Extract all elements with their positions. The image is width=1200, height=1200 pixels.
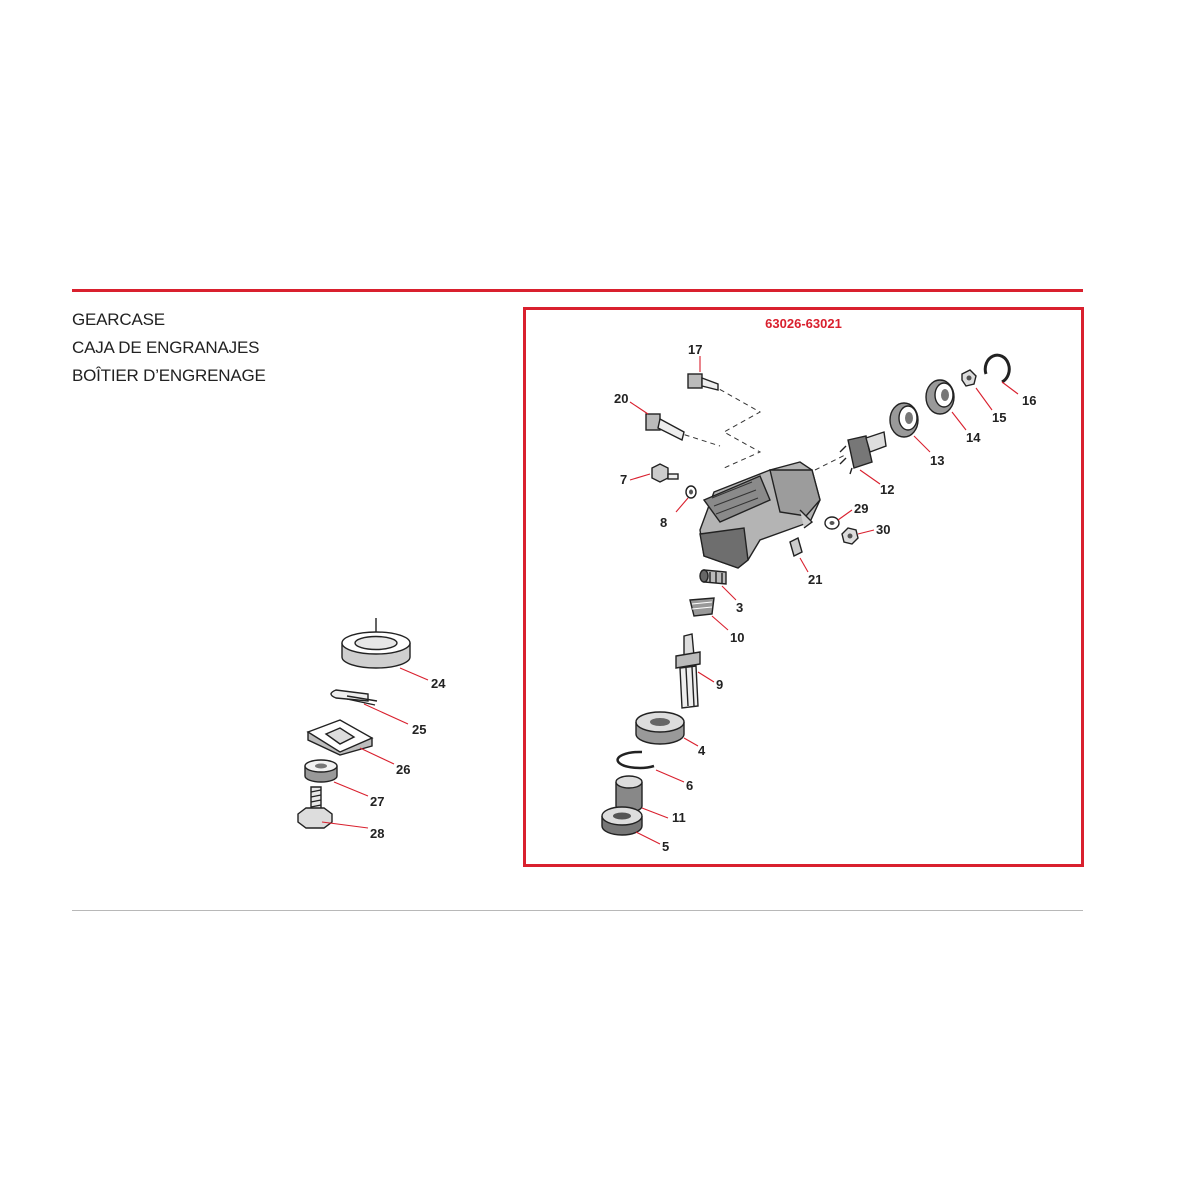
callout-30: 30 xyxy=(876,522,890,537)
part-15-nut xyxy=(961,369,977,387)
gearcase-assembly-group xyxy=(601,353,1011,836)
callout-3: 3 xyxy=(736,600,743,615)
callout-10: 10 xyxy=(730,630,744,645)
part-12-pinion-gear xyxy=(839,431,887,475)
blade-hardware-group xyxy=(297,618,411,829)
callout-7: 7 xyxy=(620,472,627,487)
callout-20: 20 xyxy=(614,391,628,406)
part-10-bevel-gear xyxy=(689,597,715,617)
callout-21: 21 xyxy=(808,572,822,587)
callout-6: 6 xyxy=(686,778,693,793)
part-13-bearing xyxy=(889,402,919,438)
part-27-spacer xyxy=(304,759,338,783)
part-5-seal xyxy=(601,806,643,836)
part-8-washer xyxy=(685,485,697,499)
part-25-cotter-pin xyxy=(330,689,378,706)
section-title: GEARCASE CAJA DE ENGRANAJES BOÎTIER D’EN… xyxy=(72,306,266,390)
part-21-clip xyxy=(789,536,803,558)
title-spanish: CAJA DE ENGRANAJES xyxy=(72,338,260,357)
title-french: BOÎTIER D’ENGRENAGE xyxy=(72,366,266,385)
part-4-bearing xyxy=(635,711,685,745)
part-26-washer-plate xyxy=(306,719,374,756)
leader-lines xyxy=(321,356,1019,845)
part-7-bolt xyxy=(651,463,679,483)
callout-29: 29 xyxy=(854,501,868,516)
model-frame xyxy=(523,307,1084,867)
part-28-bolt xyxy=(297,786,333,829)
callout-11: 11 xyxy=(672,810,686,825)
callout-9: 9 xyxy=(716,677,723,692)
part-11-sleeve xyxy=(615,775,643,813)
part-17-screw xyxy=(687,373,719,391)
part-16-snap-ring xyxy=(983,353,1011,384)
gearcase-housing xyxy=(699,461,821,569)
callout-5: 5 xyxy=(662,839,669,854)
part-24-collar xyxy=(341,631,411,669)
part-9-shaft xyxy=(675,633,701,709)
callout-16: 16 xyxy=(1022,393,1036,408)
callout-24: 24 xyxy=(431,676,446,691)
callout-8: 8 xyxy=(660,515,667,530)
bottom-gray-rule xyxy=(72,910,1083,911)
assembly-dash-20 xyxy=(675,431,721,447)
top-red-rule xyxy=(72,289,1083,292)
callout-15: 15 xyxy=(992,410,1006,425)
callout-28: 28 xyxy=(370,826,384,841)
callout-27: 27 xyxy=(370,794,384,809)
model-range-label: 63026-63021 xyxy=(765,316,842,331)
callout-12: 12 xyxy=(880,482,894,497)
part-3-needle-bearing xyxy=(699,569,727,585)
callout-13: 13 xyxy=(930,453,944,468)
assembly-dash-12 xyxy=(814,454,846,471)
assembly-dash-17-20 xyxy=(711,384,762,469)
callout-25: 25 xyxy=(412,722,426,737)
callout-4: 4 xyxy=(698,743,706,758)
callout-numbers: 24 25 26 27 28 17 20 7 8 12 13 14 15 16 … xyxy=(370,342,1036,854)
part-6-snap-ring xyxy=(616,750,655,770)
callout-14: 14 xyxy=(966,430,981,445)
part-29-washer xyxy=(824,516,840,530)
callout-26: 26 xyxy=(396,762,410,777)
part-14-bearing xyxy=(925,379,955,415)
part-20-bolt xyxy=(645,413,685,442)
callout-17: 17 xyxy=(688,342,702,357)
part-30-nut xyxy=(841,527,859,545)
title-english: GEARCASE xyxy=(72,310,165,329)
